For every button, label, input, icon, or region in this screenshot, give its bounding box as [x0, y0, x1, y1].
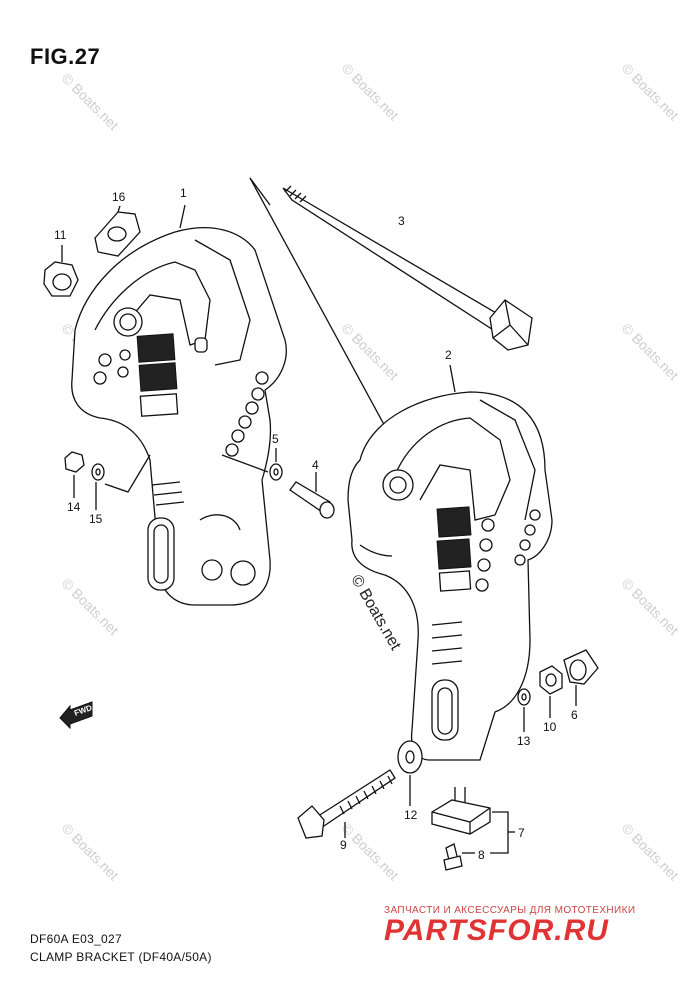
callout-10: 10: [543, 720, 557, 734]
callout-16: 16: [112, 190, 126, 204]
leader-line: [449, 364, 456, 393]
callout-4: 4: [312, 458, 319, 472]
callout-7: 7: [518, 826, 525, 840]
leader-line: [179, 204, 186, 229]
leader-line: [221, 454, 269, 473]
callout-3: 3: [398, 214, 405, 228]
nut: [539, 665, 563, 695]
callout-8: 8: [478, 848, 485, 862]
callout-12: 12: [404, 808, 418, 822]
callout-2: 2: [445, 348, 452, 362]
washer-small: [91, 463, 105, 481]
forward-arrow-icon: [59, 701, 93, 730]
pin: [289, 481, 335, 519]
callout-13: 13: [517, 734, 531, 748]
clamp-bracket-right: [347, 391, 553, 761]
hex-nut: [43, 261, 79, 297]
figure-title: FIG.27: [30, 44, 101, 69]
leader-line: [104, 454, 151, 493]
spacer-block: [431, 787, 491, 835]
figure-code: DF60A E03_027: [30, 932, 122, 946]
cap: [563, 649, 599, 685]
callout-9: 9: [340, 838, 347, 852]
callout-15: 15: [89, 512, 103, 526]
flat-washer: [397, 740, 423, 774]
guide-line: [249, 177, 271, 206]
callout-1: 1: [180, 186, 187, 200]
leader-bracket: [490, 811, 509, 854]
brand-logo: ЗАПЧАСТИ И АКСЕССУАРЫ ДЛЯ МОТОТЕХНИКИ PA…: [384, 905, 684, 946]
long-bolt: [297, 769, 396, 839]
callout-11: 11: [54, 228, 67, 242]
washer: [517, 688, 531, 706]
washer: [269, 463, 283, 481]
leader-line: [117, 205, 121, 213]
figure-caption: CLAMP BRACKET (DF40A/50A): [30, 950, 212, 964]
small-bolt: [443, 843, 463, 871]
plate: [94, 211, 141, 257]
brand-tagline: ЗАПЧАСТИ И АКСЕССУАРЫ ДЛЯ МОТОТЕХНИКИ: [384, 905, 636, 916]
callout-6: 6: [571, 708, 578, 722]
brand-name: PARTSFOR.RU: [384, 914, 609, 947]
nut-small: [64, 451, 85, 473]
callout-14: 14: [67, 500, 81, 514]
through-bolt: [282, 185, 533, 351]
callout-5: 5: [272, 432, 279, 446]
clamp-bracket-left: [71, 227, 287, 606]
